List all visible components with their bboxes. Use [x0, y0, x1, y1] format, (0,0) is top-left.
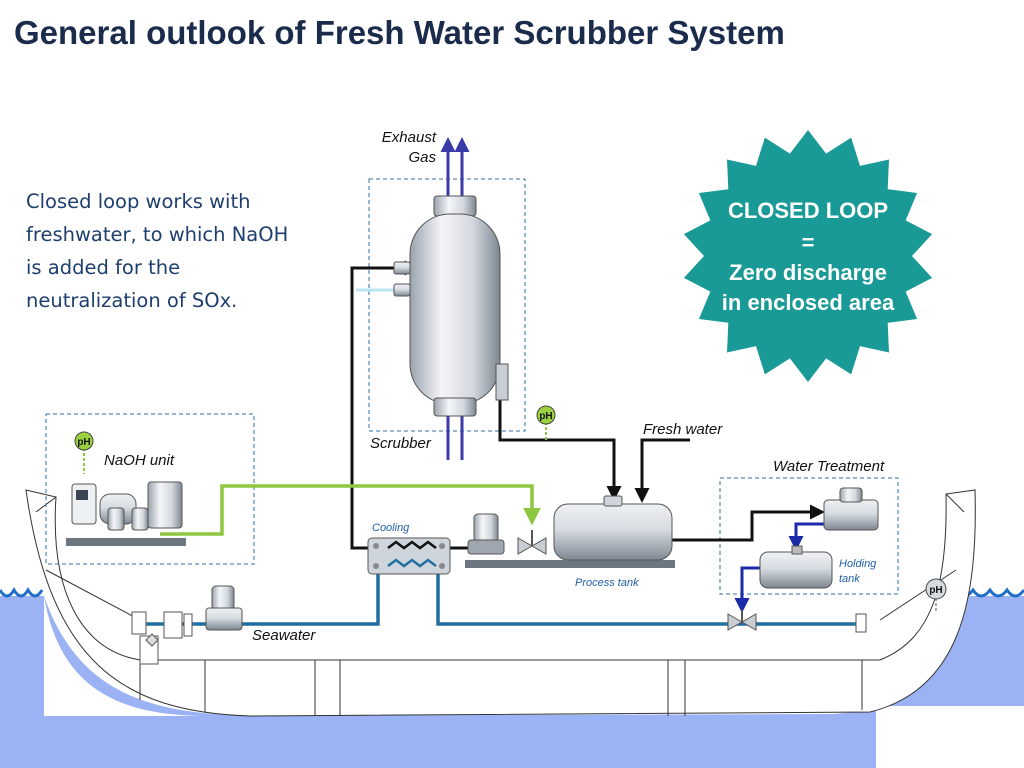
fresh-water-pipe: [634, 438, 690, 503]
burst-line-1: CLOSED LOOP: [728, 198, 888, 223]
treatment-feed-pipe: [672, 504, 825, 542]
fresh-water-label: Fresh water: [643, 421, 723, 438]
closed-loop-burst: CLOSED LOOP = Zero discharge in enclosed…: [683, 130, 933, 382]
burst-line-4: in enclosed area: [722, 290, 895, 315]
valve-icon[interactable]: [517, 530, 547, 555]
holding-tank: [759, 545, 833, 589]
naoh-unit-label: NaOH unit: [104, 452, 175, 469]
cooling-label: Cooling: [372, 522, 410, 534]
burst-line-2: =: [802, 230, 815, 255]
description-text: Closed loop works with freshwater, to wh…: [26, 190, 289, 312]
sea-water-bottom: [0, 716, 876, 768]
naoh-unit-box: [45, 413, 255, 565]
naoh-dosing-pipe: [160, 484, 541, 536]
return-pipe: [350, 260, 406, 550]
ph-sensor-scrubber: pH: [536, 405, 556, 442]
white-corner: [876, 706, 1024, 768]
ph-label-naoh: pH: [77, 437, 90, 448]
scrubber-vessel: [393, 195, 509, 417]
heat-exchanger-icon: [367, 537, 451, 575]
holding-tank-pipe-1: [788, 522, 826, 551]
holding-valve-icon[interactable]: [727, 610, 757, 631]
scrubber-label: Scrubber: [370, 435, 432, 452]
holding-tank-label-1: Holding: [839, 558, 877, 570]
process-pump: [467, 513, 505, 555]
exhaust-gas-label-1: Exhaust: [382, 129, 437, 146]
burst-line-3: Zero discharge: [729, 260, 887, 285]
seawater-pump-icon: [205, 585, 243, 631]
ph-label-discharge: pH: [929, 585, 942, 596]
water-treatment-unit: [823, 487, 879, 531]
process-tank-label: Process tank: [575, 577, 639, 589]
page-title: General outlook of Fresh Water Scrubber …: [14, 14, 785, 51]
sea-chest-fittings: [131, 611, 867, 665]
water-treatment-label: Water Treatment: [773, 458, 885, 475]
holding-tank-label-2: tank: [839, 573, 860, 585]
seawater-label: Seawater: [252, 627, 316, 644]
ph-label-scrubber: pH: [539, 411, 552, 422]
ph-sensor-discharge: pH: [925, 578, 947, 612]
ship-hull: [25, 489, 976, 717]
ph-sensor-naoh: pH: [74, 431, 94, 474]
exhaust-gas-label-2: Gas: [408, 149, 436, 166]
process-tank: [465, 495, 675, 568]
waves-left: [0, 587, 44, 598]
scrubber-outlet-pipe: [498, 396, 622, 501]
holding-tank-pipe-2: [734, 566, 762, 613]
naoh-unit-equipment: [66, 481, 186, 546]
sea-water: [0, 596, 1024, 716]
